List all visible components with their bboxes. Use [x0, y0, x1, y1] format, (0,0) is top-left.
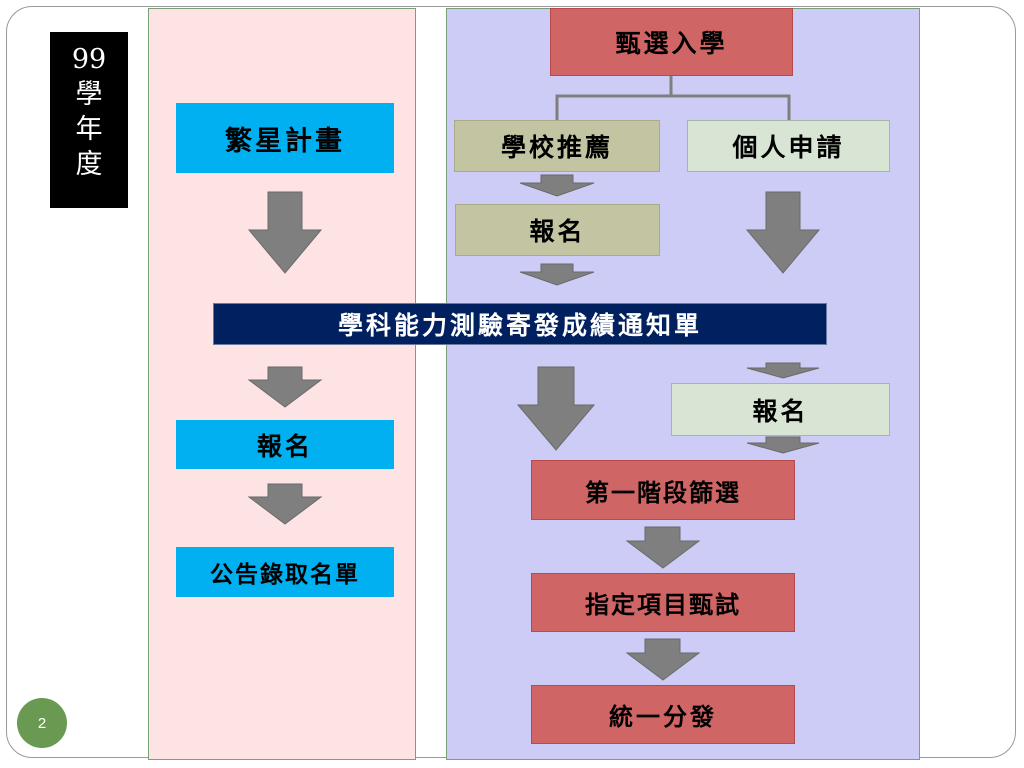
year-char-3: 度	[75, 149, 103, 180]
down-arrow-icon	[247, 366, 323, 408]
year-char-2: 年	[75, 114, 103, 145]
down-arrow-icon	[746, 362, 820, 379]
star-plan-box: 繁星計畫	[176, 103, 394, 173]
year-char-1: 學	[75, 79, 103, 110]
school-recommend-box: 學校推薦	[454, 120, 660, 172]
announce-admission-box: 公告錄取名單	[176, 547, 394, 597]
down-arrow-icon	[745, 191, 821, 274]
designated-exam-box: 指定項目甄試	[531, 573, 795, 632]
down-arrow-icon	[746, 436, 820, 454]
down-arrow-icon	[625, 526, 701, 569]
star-plan-register-box: 報名	[176, 420, 394, 469]
stage-one-screening-box: 第一階段篩選	[531, 460, 795, 520]
personal-apply-box: 個人申請	[687, 120, 890, 172]
personal-register-box: 報名	[671, 383, 890, 436]
page-number-badge: 2	[17, 698, 67, 748]
down-arrow-icon	[519, 263, 595, 286]
down-arrow-icon	[519, 174, 595, 197]
year-number: 99	[71, 44, 107, 75]
down-arrow-icon	[247, 483, 323, 525]
score-notice-bar: 學科能力測驗寄發成績通知單	[213, 303, 827, 345]
down-arrow-icon	[247, 191, 323, 274]
school-register-box: 報名	[455, 204, 660, 256]
down-arrow-icon	[516, 366, 596, 451]
branch-connector	[555, 76, 791, 120]
selection-admission-box: 甄選入學	[550, 8, 793, 76]
academic-year-label: 99 學 年 度	[50, 32, 128, 208]
down-arrow-icon	[625, 638, 701, 681]
unified-distribution-box: 統一分發	[531, 685, 795, 744]
